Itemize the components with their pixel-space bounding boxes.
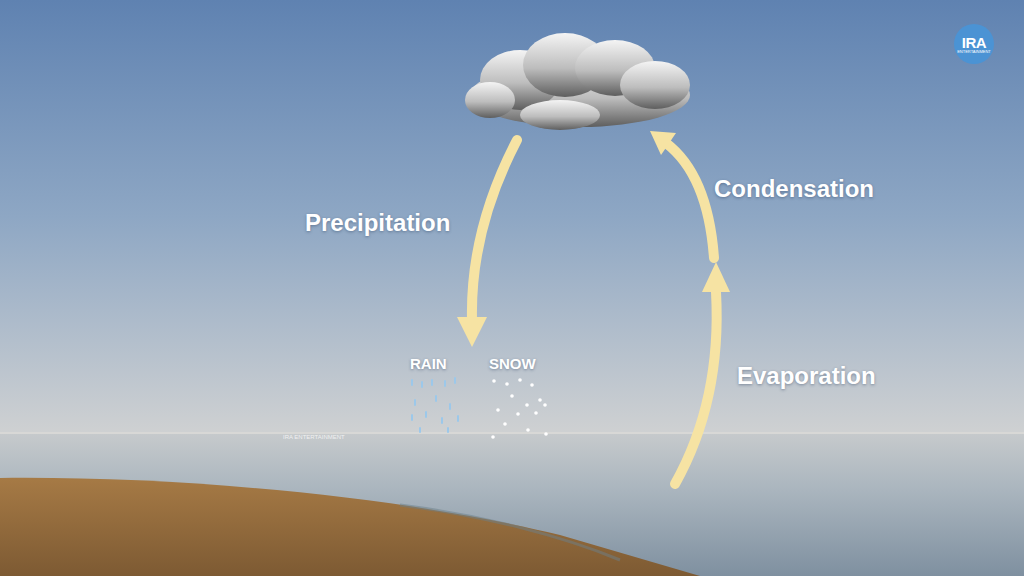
horizon [0,432,1024,434]
snow-flakes [491,378,548,439]
cycle-arrows [457,131,730,484]
shoreline [400,505,620,560]
sea [0,433,1024,576]
cloud [465,33,690,130]
logo-badge: IRAENTERTAINMENT [954,24,994,64]
logo-text: IRA [962,35,986,50]
rain-drops [412,378,458,432]
precip-type-label: SNOW [489,356,536,373]
watermark: IRA ENTERTAINMENT [283,434,345,441]
sky [0,0,1024,434]
stage-label: Condensation [714,176,874,202]
precip-type-label: RAIN [410,356,447,373]
shore [0,478,700,576]
stage-label: Evaporation [737,363,876,389]
stage-label: Precipitation [305,210,450,236]
logo-subtext: ENTERTAINMENT [957,50,991,54]
